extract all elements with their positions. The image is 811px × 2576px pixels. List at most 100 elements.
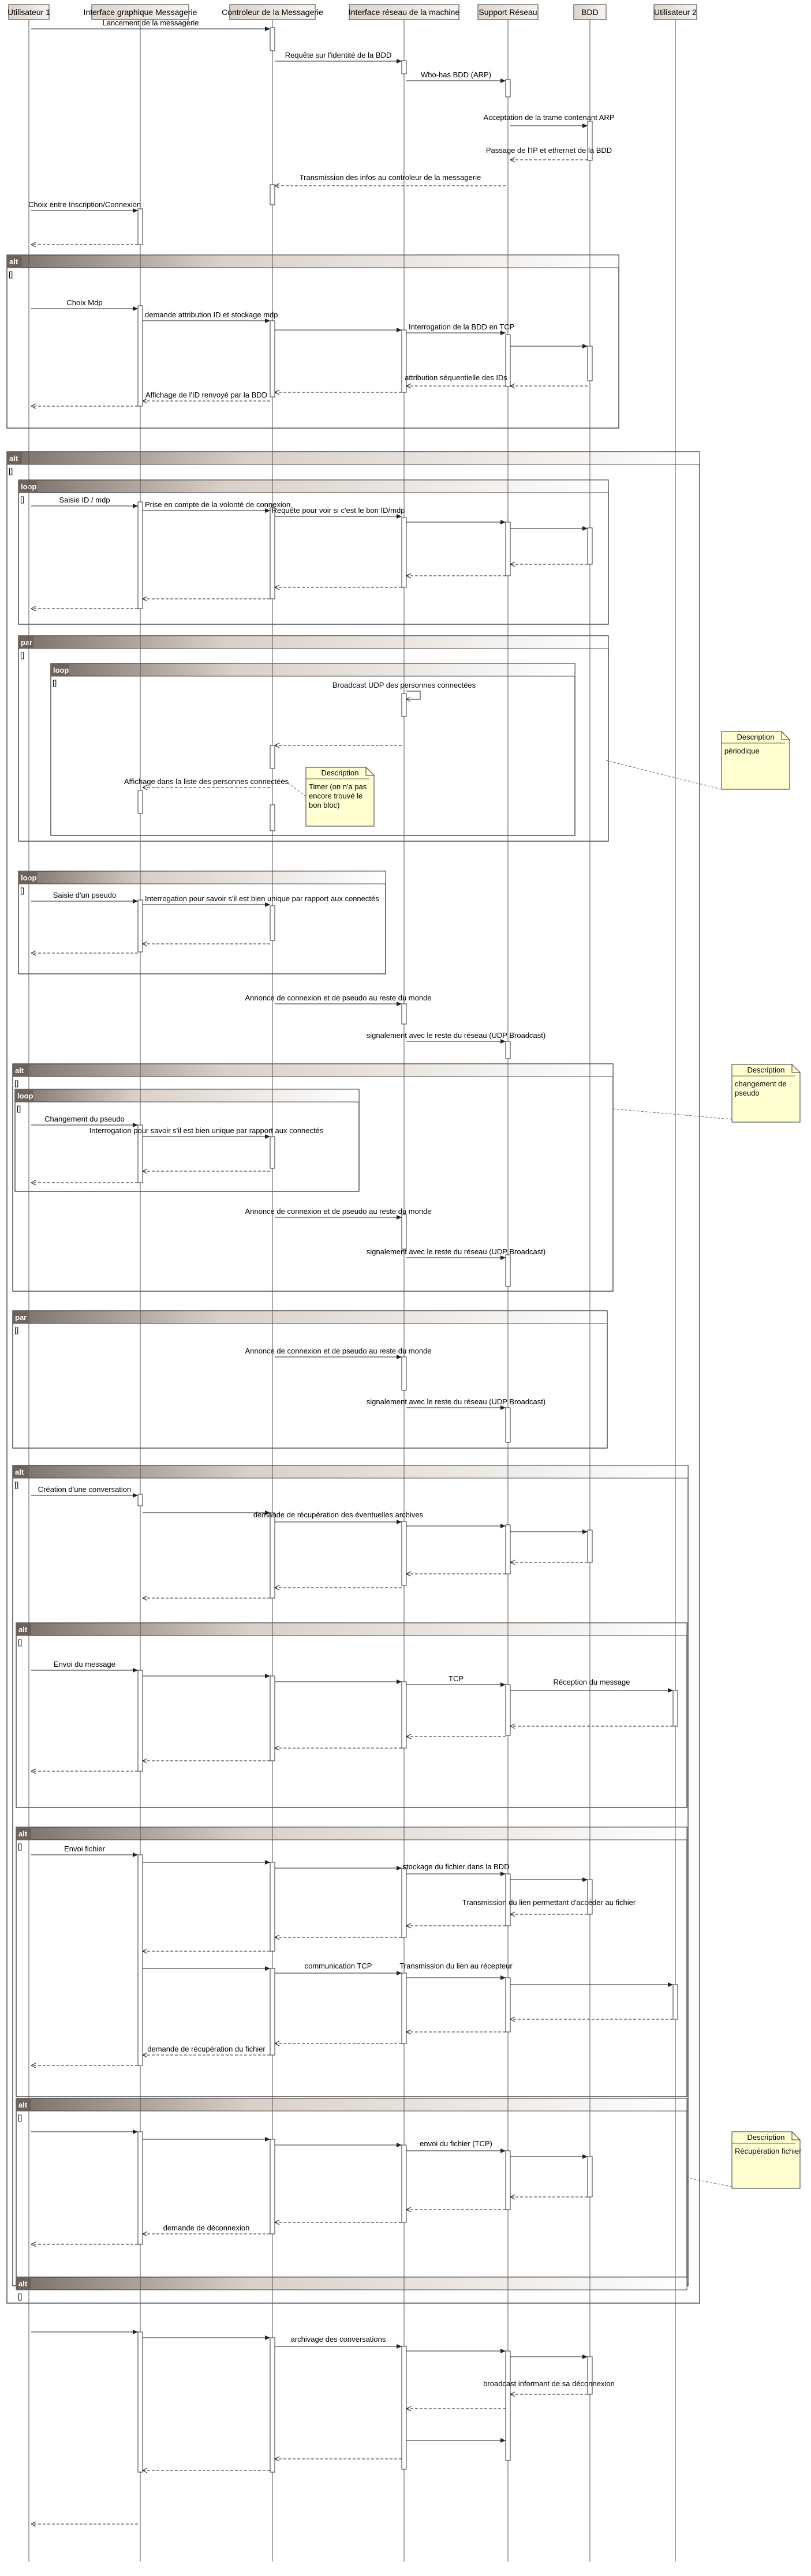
activation-bar: [505, 1684, 511, 1736]
activation-bar: [137, 790, 143, 814]
message: [31, 2330, 138, 2334]
message-label: Annonce de connexion et de pseudo au res…: [245, 1347, 431, 1355]
note-connector: [281, 778, 307, 797]
activation-bar: [270, 905, 275, 941]
arrow-head: [265, 2137, 270, 2142]
participant-label: Support Réseau: [479, 8, 537, 17]
frame-operator-label: par: [15, 1313, 27, 1322]
arrow-head: [274, 743, 280, 748]
activation-bar: [401, 1521, 407, 1586]
message: [406, 2406, 506, 2412]
frame-operator-label: par: [21, 638, 32, 647]
activation-bar: [401, 60, 407, 74]
frame-guard: []: [20, 495, 24, 504]
arrow-head: [406, 383, 412, 389]
message: [406, 2349, 506, 2353]
frame-operator-label: alt: [18, 2101, 28, 2109]
arrow-head: [265, 508, 270, 513]
activation-bar: [137, 1124, 143, 1183]
message: [275, 1866, 402, 1870]
frame-border: [12, 1465, 689, 2286]
message: Broadcast UDP des personnes connectées: [332, 681, 476, 702]
fragment-frame: alt[]: [16, 2277, 687, 2301]
message: [510, 344, 588, 348]
message: [274, 584, 402, 590]
message: [406, 1571, 506, 1577]
arrow-head: [133, 1853, 138, 1857]
arrow-head: [500, 1405, 506, 1410]
message: [274, 2456, 402, 2462]
arrow-head: [397, 2344, 402, 2349]
arrow-head: [510, 1911, 515, 1917]
message-label: attribution séquentielle des IDs: [405, 373, 507, 382]
arrow-head: [31, 403, 36, 409]
message: Transmission du lien au récepteur: [399, 1962, 513, 1980]
activation-bar: [137, 501, 143, 609]
message-label: Interrogation pour savoir s'il est bien …: [89, 1126, 324, 1135]
note-body: [305, 767, 375, 827]
note-text: pseudo: [735, 1089, 760, 1097]
message: [510, 1982, 673, 1987]
message: Acceptation de la trame contenant ARP: [484, 113, 614, 128]
arrow-head: [142, 2468, 148, 2473]
fragment-frame: loop[]: [50, 663, 575, 836]
message-label: Transmission du lien au récepteur: [399, 1962, 513, 1970]
arrow-head: [582, 2154, 588, 2159]
message: [274, 743, 402, 748]
message: Annonce de connexion et de pseudo au res…: [245, 1347, 432, 1359]
fragment-frame: loop[]: [18, 871, 386, 974]
arrow-head: [397, 1520, 402, 1524]
message: [274, 1745, 402, 1751]
arrow-head: [142, 398, 148, 404]
arrow-head: [582, 344, 588, 348]
arrow-head: [142, 941, 148, 947]
arrow-head: [274, 2041, 280, 2046]
arrow-head: [31, 2063, 36, 2068]
note-connector: [686, 2177, 732, 2187]
arrow-head: [397, 59, 402, 63]
frame-header-band: [18, 479, 609, 493]
activation-bar: [270, 1675, 275, 1761]
activation-bar: [401, 329, 407, 393]
message-label: envoi du fichier (TCP): [420, 2139, 492, 2148]
activation-bar: [505, 2350, 511, 2461]
note-text: périodique: [724, 747, 760, 755]
arrow-head: [397, 328, 402, 332]
arrow-head: [500, 2349, 506, 2353]
frame-header-band: [50, 663, 575, 677]
arrow-head: [500, 1682, 506, 1687]
arrow-head: [265, 1510, 270, 1515]
message-label: archivage des conversations: [291, 2335, 386, 2343]
message: [406, 2029, 506, 2035]
message-label: Broadcast UDP des personnes connectées: [332, 681, 476, 689]
activation-bar: [401, 1003, 407, 1025]
message: Passage de l'IP et ethernet de la BDD: [486, 146, 612, 163]
arrow-head: [142, 596, 148, 602]
message: Transmission du lien permettant d'accéde…: [462, 1898, 636, 1917]
arrow-head: [406, 1923, 412, 1929]
activation-bar: [401, 2144, 407, 2223]
message: demande de déconnexion: [142, 2223, 270, 2237]
arrow-head: [31, 950, 36, 956]
arrow-head: [397, 2143, 402, 2147]
activation-bar: [401, 1681, 407, 1749]
activation-bar: [270, 27, 275, 51]
participant-bdd: BDD: [573, 4, 607, 20]
message: Saisie ID / mdp: [31, 496, 138, 508]
arrow-head: [500, 331, 506, 335]
message-label: Affichage dans la liste des personnes co…: [124, 777, 289, 786]
frame-header-band: [16, 2098, 687, 2112]
arrow-head: [406, 2029, 412, 2035]
activation-bar: [505, 1977, 511, 2033]
frame-header-band: [16, 1827, 687, 1840]
message: [31, 1180, 138, 1186]
arrow-head: [510, 157, 515, 163]
arrow-head: [397, 514, 402, 519]
arrow-head: [31, 2521, 36, 2527]
message: [143, 1966, 270, 1971]
message: signalement avec le reste du réseau (UDP…: [367, 1397, 545, 1410]
message: stockage du fichier dans la BDD: [403, 1862, 509, 1876]
participant-box: [477, 4, 539, 20]
arrow-head: [500, 520, 506, 524]
